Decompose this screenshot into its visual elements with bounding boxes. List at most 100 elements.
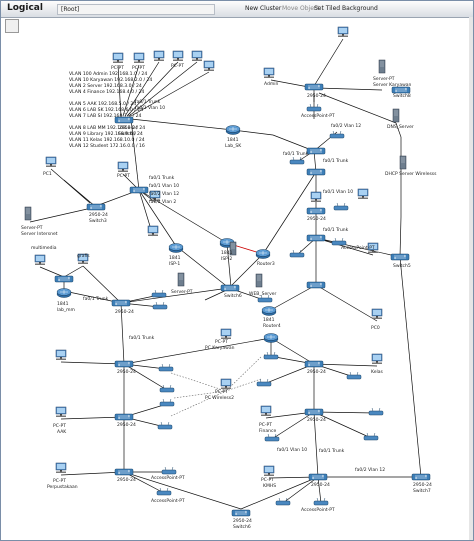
label-perpustakaan: Perpustakaan [47,484,78,490]
label-trunk: fa0/1 Trunk [83,296,109,302]
label-lab-mm: lab_mm [57,307,75,313]
label-switch-model: 2950-24 [307,216,326,222]
label-kelas: Kelas [371,369,384,375]
label-pc: PC-PT [259,422,272,428]
label-kmhs: KMHS [263,483,276,489]
label-grafis: grafis [77,253,90,259]
vlan-line: VLAN 7 LAB SI 192.168.7.0 / 24 [69,113,142,119]
label-switch-model: 2950-24 [115,309,134,315]
wireless-links [170,356,262,417]
label-access-point: AccessPoint-PT [151,475,185,481]
label-aak: AAK [57,429,67,435]
label-trunk: fa0/1 Trunk [283,151,309,157]
label-admin: Admin [264,81,278,87]
label-dns: DNS_Server [387,124,414,130]
label-router: 1841 [169,255,181,261]
label-pc: PC-PT [53,423,66,429]
label-switch5: Switch5 [393,263,411,269]
label-trunk: fa0/1 Trunk [323,158,349,164]
label-router: 1841 [221,250,233,256]
network-topology-canvas[interactable]: VLAN 100 Admin 192.168.1.0 / 24 VLAN 10 … [1,17,471,540]
label-server: Server-PT [171,289,193,295]
label-server-intern: Server Intersnet [21,231,58,237]
label-dhcp: DHCP Server Wirelesss [385,171,437,177]
label-router: 1841 [57,301,69,307]
label-router: 1841 [263,317,275,323]
label-pc: PC-PT [53,478,66,484]
label-finance: Finance [259,428,276,434]
vlan-line: VLAN 100 Admin 192.168.1.0 / 24 [69,71,147,77]
label-pc: PC-PT [111,65,124,71]
label-switch6: Switch6 [224,293,242,299]
label-vlan10: fa0/1 Vlan 10 [135,105,165,111]
label-vlan10: fa0/1 Vlan 10 [149,183,179,189]
label-switch-model: 2950-24 [117,422,136,428]
label-switch-model: 2950-24 [311,482,330,488]
label-switch-model: 2950-24 [89,212,108,218]
vlan-line: VLAN 2 Server 192.168.3.0 / 24 [69,83,142,89]
logical-view-title: Logical [7,3,43,13]
label-trunk: fa0/1 Trunk [323,227,349,233]
label-pc1: PC1 [43,171,52,177]
vlan-line: VLAN 8 LAB MM 192.168.8.0 / 24 [69,125,145,131]
label-access-point: AccessPoint-PT [341,245,375,251]
label-pc-wireless: PC Wireless2 [205,395,234,401]
vlan-line: VLAN 9 Library 192.168.9.0 / 24 [69,131,143,137]
label-router3: Router3 [257,261,275,267]
label-pc: PC-PT [215,389,228,395]
new-cluster-button[interactable]: New Cluster [245,5,282,12]
back-icon[interactable] [5,19,19,33]
label-switch3: Switch3 [89,218,107,224]
label-switch-model: 2950-24 [117,369,136,375]
set-tiled-background-button[interactable]: Set Tiled Background [314,5,378,12]
label-switch0: Switch0 [118,131,136,137]
label-web-server: WEB_Server [249,291,277,297]
device-icons [24,26,431,517]
label-switch-model: 2950-24 [307,93,326,99]
label-vlan12: fa0/2 Vlan 12 [331,123,361,129]
vlan-line: VLAN 12 Student 172.16.0.0 / 16 [69,143,145,149]
label-vlan12: fa0/2 Vlan 12 [355,467,385,473]
label-pc-karyawan: PC Karyawan [205,345,235,351]
vlan-line: VLAN 11 Kelas 192.168.10.0 / 24 [69,137,145,143]
label-trunk: fa0/1 Trunk [129,335,155,341]
vlan-line: VLAN 10 Karyawan 192.168.2.0 / 24 [69,77,152,83]
label-router: 1841 [227,137,239,143]
label-vlan10: fa0/1 Vlan 10 [323,189,353,195]
label-vlan12: fa0/2 Vlan 12 [149,191,179,197]
label-server-karyawan: Server Karyawan [373,82,412,88]
vlan-line: VLAN 4 Finance 192.168.4.0 / 24 [69,89,144,95]
root-breadcrumb[interactable]: [Root] [57,4,215,15]
vertical-scrollbar[interactable] [469,17,473,540]
label-pc0: PC0 [371,325,380,331]
label-isp1: ISP-1 [169,261,180,267]
label-isp2: ISP-2 [221,256,232,262]
label-pc: PC-PT [215,339,228,345]
device-labels: PC-PT PC-PT PC-PT 2950-24 Switch0 1841 L… [21,63,437,530]
label-pc: PC-PT [171,63,184,69]
label-switch7: Switch7 [413,488,431,494]
label-switch-model: 2950-24 [233,518,252,524]
workspace-toolbar: Logical [Root] New Cluster Move Object S… [1,1,473,18]
label-trunk: fa0/1 Trunk [319,448,345,454]
label-switch-model: 2950-24 [413,482,432,488]
label-lab-sk: Lab_SK [225,143,242,149]
vlan-line: VLAN 5 AAK 192.168.5.0 / 24 [69,101,136,107]
label-multimedia: multimedia [31,245,57,251]
label-switch6: Switch6 [233,524,251,530]
label-vlan10: fa0/1 Vlan 10 [277,447,307,453]
label-vlan2: fa0/2 Vlan 2 [149,199,176,205]
label-server: Server-PT [373,76,395,82]
label-switch8: Switch8 [393,93,411,99]
label-router4: Router4 [263,323,281,329]
label-pc: PC-PT [261,477,274,483]
vlan-legend: VLAN 100 Admin 192.168.1.0 / 24 VLAN 10 … [69,71,152,149]
label-switch-model: 2950-24 [119,125,138,131]
label-server: Server-PT [21,225,43,231]
label-trunk: fa0/1 Trunk [149,175,175,181]
label-switch-model: 2950-24 [117,477,136,483]
move-object-button[interactable]: Move Object [282,5,320,12]
label-pc: PC-PT [132,65,145,71]
label-trunk: fa0/1 Trunk [135,99,161,105]
